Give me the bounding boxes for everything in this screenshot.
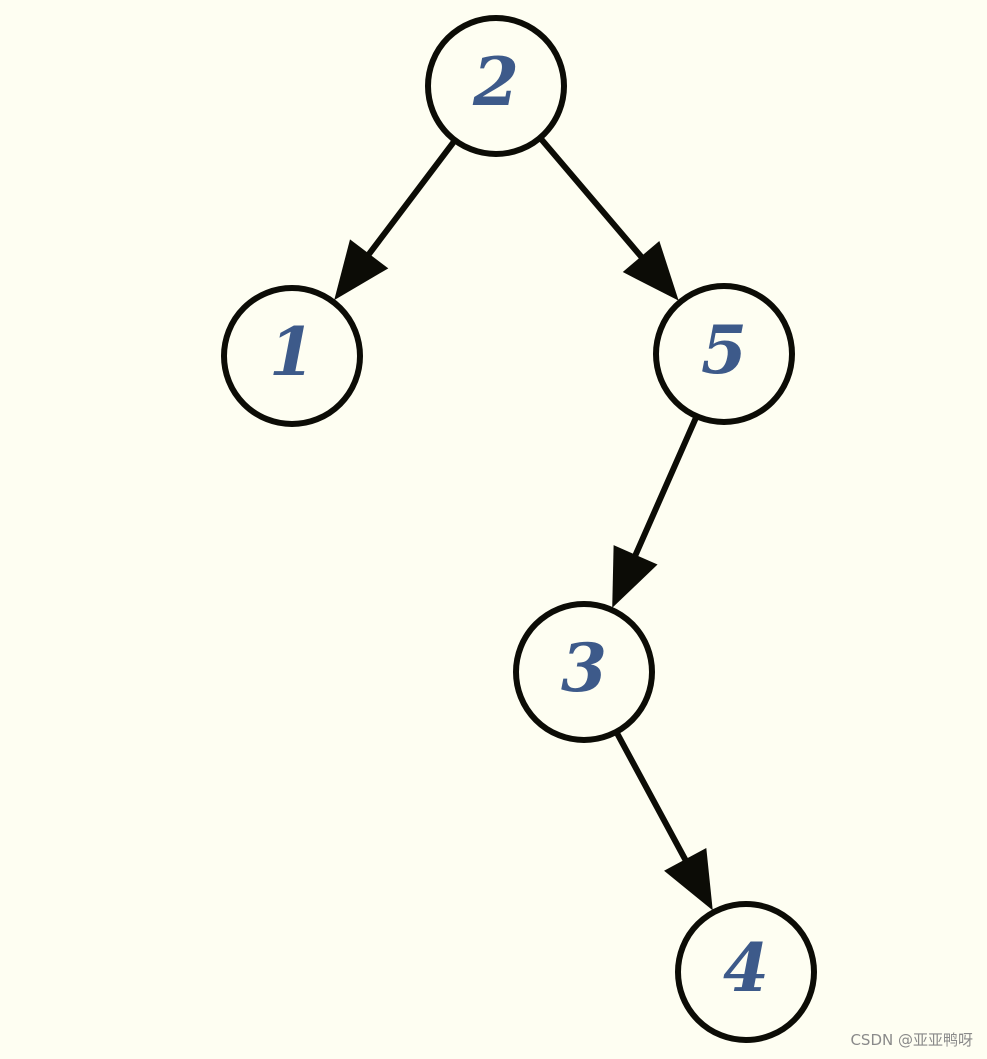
tree-node-4: 4 (675, 901, 817, 1043)
edge-n2-n1 (334, 138, 457, 301)
edge-n5-n3 (612, 415, 699, 608)
edges-layer (334, 136, 713, 911)
node-circle (675, 901, 817, 1043)
node-label: 5 (701, 311, 747, 389)
node-circle (425, 15, 567, 157)
tree-node-1: 1 (221, 285, 363, 427)
edge-line (614, 730, 691, 866)
node-label: 3 (561, 629, 607, 707)
node-circle (513, 601, 655, 743)
tree-node-5: 5 (653, 283, 795, 425)
edge-n2-n5 (538, 136, 679, 301)
watermark-text: CSDN @亚亚鸭呀 (850, 1031, 973, 1049)
node-circle (221, 285, 363, 427)
node-circle (653, 283, 795, 425)
node-label: 4 (723, 929, 769, 1007)
arrowhead-icon (622, 240, 679, 301)
node-label: 1 (269, 313, 315, 391)
nodes-layer: 2 1 5 3 4 (221, 15, 817, 1043)
edge-line (538, 136, 647, 263)
arrowhead-icon (664, 847, 713, 911)
node-label: 2 (472, 43, 519, 121)
edge-n3-n4 (614, 730, 713, 911)
tree-node-2: 2 (425, 15, 567, 157)
arrowhead-icon (334, 239, 389, 301)
edge-line (630, 415, 699, 562)
tree-node-3: 3 (513, 601, 655, 743)
edge-line (363, 138, 457, 261)
arrowhead-icon (612, 545, 658, 608)
